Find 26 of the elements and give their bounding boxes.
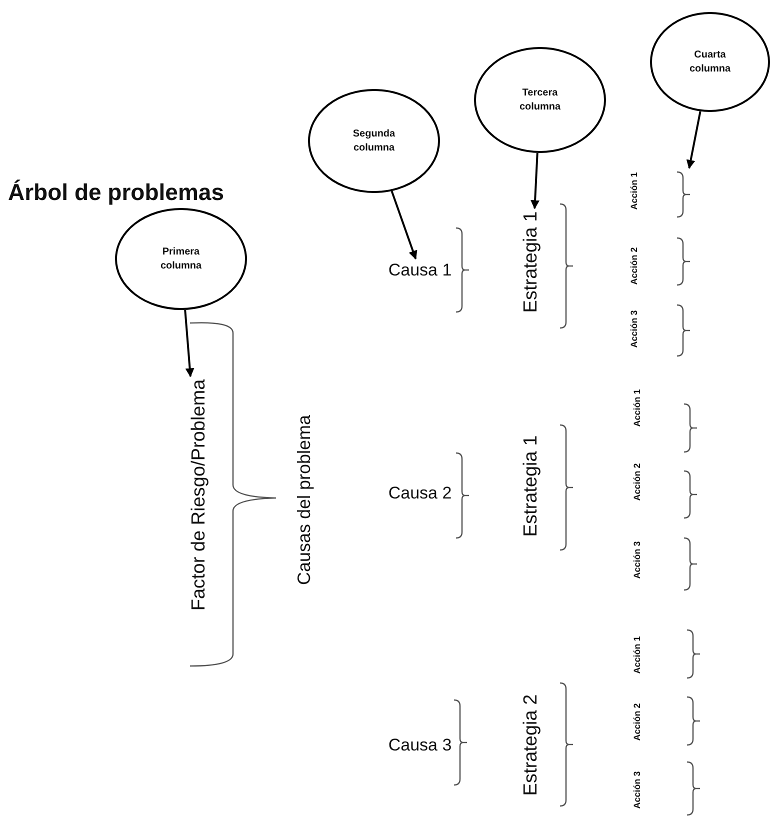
tree-label: Causa 3 (388, 736, 452, 756)
arrow (686, 111, 702, 169)
tree-label: Estrategia 1 (522, 211, 542, 313)
tree-label: Causa 1 (388, 262, 452, 280)
tree-label: Acción 1 (633, 636, 643, 674)
tree-label: Acción 3 (633, 541, 643, 579)
tree-label: Acción 3 (633, 771, 643, 809)
tree-label: Causa 2 (388, 484, 452, 504)
tree-label: Acción 1 (630, 172, 640, 210)
tree-label: Acción 3 (630, 310, 640, 348)
arrow (184, 310, 194, 378)
tree-label: Estrategia 2 (522, 694, 542, 796)
tree-label: Causas del problema (295, 414, 315, 586)
arrow (530, 152, 540, 210)
tree-label: Acción 2 (630, 247, 640, 285)
column-label: Tercera columna (518, 86, 562, 114)
tree-label: Estrategia 1 (522, 435, 542, 537)
column-label: Primera columna (159, 246, 203, 272)
arrow (390, 190, 418, 260)
tree-label: Acción 2 (633, 463, 643, 501)
title: Árbol de problemas (8, 180, 224, 206)
tree-label: Acción 1 (633, 389, 643, 427)
column-label: Cuarta columna (688, 48, 732, 76)
tree-label: Acción 2 (633, 703, 643, 741)
column-label: Segunda columna (352, 128, 396, 154)
tree-label: Factor de Riesgo/Problema (190, 379, 210, 611)
